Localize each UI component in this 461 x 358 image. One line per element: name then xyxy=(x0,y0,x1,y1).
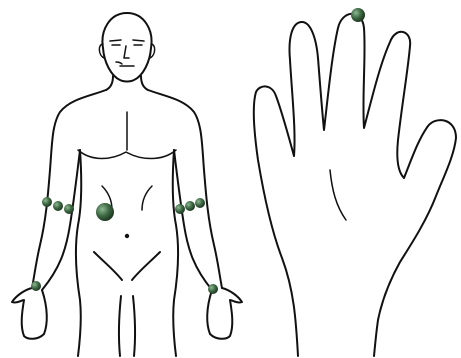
inner-leg-right xyxy=(133,296,135,356)
marker-left-upper-arm-2[interactable] xyxy=(53,201,63,211)
marker-right-upper-arm-3[interactable] xyxy=(195,198,205,208)
navel xyxy=(125,234,129,238)
head-outline xyxy=(102,13,151,82)
inner-leg-left xyxy=(119,296,121,356)
left-hand-outline xyxy=(12,288,47,339)
hand-figure xyxy=(254,14,456,356)
hand-outline xyxy=(254,14,456,356)
marker-left-upper-arm-3[interactable] xyxy=(64,204,74,214)
marker-middle-fingertip[interactable] xyxy=(351,8,365,22)
marker-right-upper-arm-2[interactable] xyxy=(185,201,195,211)
neck-left xyxy=(106,76,113,90)
right-groin-line xyxy=(132,252,160,280)
left-side-outline xyxy=(32,90,106,288)
right-side-outline xyxy=(148,90,222,288)
right-hand-outline xyxy=(207,288,242,339)
left-groin-line xyxy=(94,252,122,280)
neck-right xyxy=(141,76,148,90)
chest-line xyxy=(78,150,176,159)
marker-right-wrist[interactable] xyxy=(208,284,218,294)
marker-right-upper-arm-1[interactable] xyxy=(175,204,185,214)
body-figure xyxy=(12,13,242,356)
markers-layer xyxy=(31,8,365,294)
abdomen-right xyxy=(142,186,152,210)
marker-abdomen[interactable] xyxy=(96,203,114,221)
marker-left-wrist[interactable] xyxy=(31,281,41,291)
left-inner-arm xyxy=(42,150,80,290)
hand-inner-detail xyxy=(330,170,346,220)
right-inner-arm xyxy=(174,150,212,290)
face xyxy=(110,40,144,66)
marker-left-upper-arm-1[interactable] xyxy=(42,197,52,207)
